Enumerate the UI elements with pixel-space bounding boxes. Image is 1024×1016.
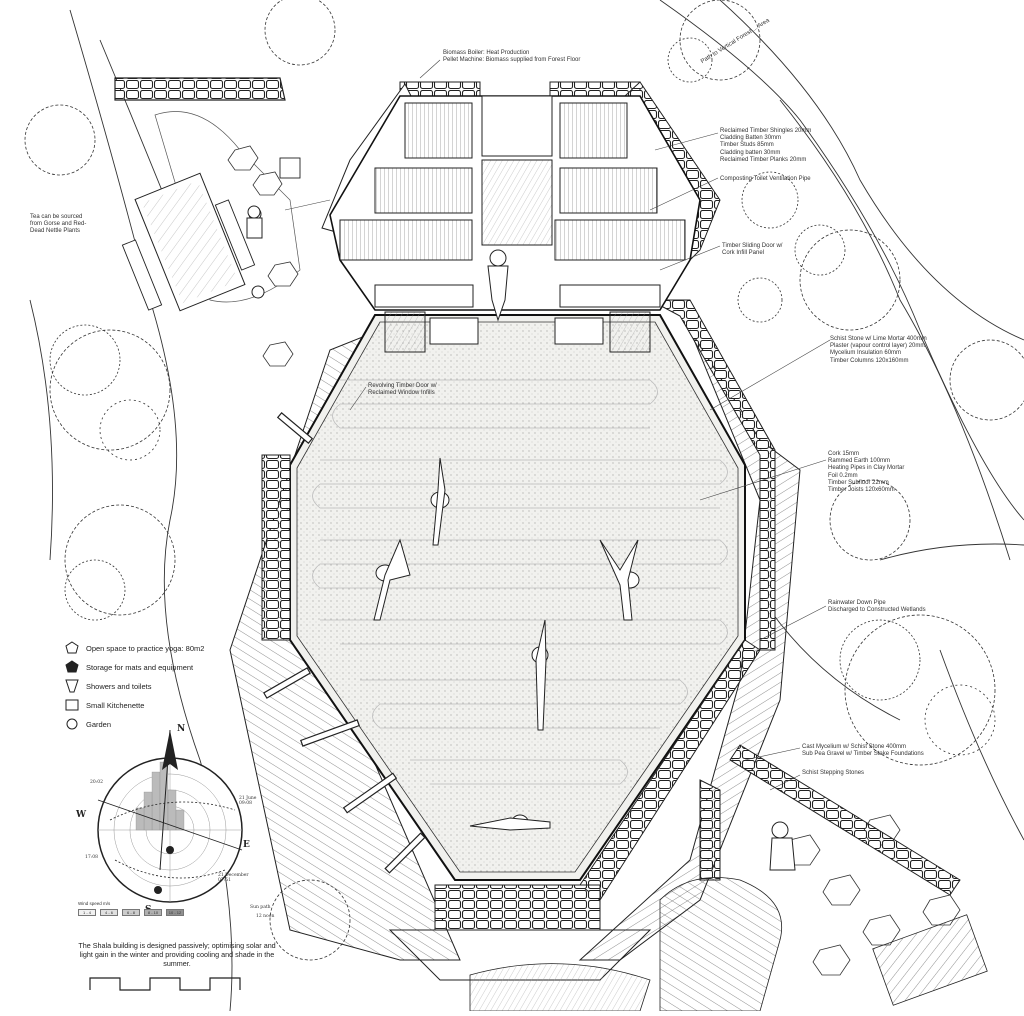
wind-range: 4 - 6 [100,909,118,916]
wind-range: 10 - 12 [166,909,184,916]
yoga-person [531,619,549,731]
yoga-person [469,814,551,831]
legend-label: Small Kitchenette [86,701,145,710]
sun-path-title: Sun path [250,905,271,910]
wind-range: 1 - 4 [78,909,96,916]
annotation-tea: Tea can be sourced from Gorse and Red- D… [30,214,87,235]
shower-icon [65,679,79,693]
tree-canopy [667,0,761,83]
walking-person [487,249,509,322]
compass-west: W [76,810,87,820]
tree-canopy [829,479,911,561]
compass-east: E [243,840,250,850]
legend-item: Garden [66,715,296,734]
seated-person [769,821,796,871]
legend-item: Small Kitchenette [66,696,296,715]
yoga-person [373,538,411,621]
annotation-wall: Schist Stone w/ Lime Mortar 400mm Plaste… [830,336,927,364]
annotation-roof: Reclaimed Timber Shingles 20mm Cladding … [720,128,812,163]
tree-canopy [264,0,336,66]
wind-legend-title: Wind speed m/s [78,901,111,906]
annotation-revolving-door: Revolving Timber Door w/ Reclaimed Windo… [368,383,437,397]
legend-item: Showers and toilets [66,677,296,696]
service-block [329,95,701,353]
legend: Open space to practice yoga: 80m2 Storag… [66,639,296,734]
wind-range: 8 - 10 [144,909,162,916]
yoga-person [599,539,640,621]
december-label: 21 December 07:51 [218,873,249,883]
seated-person [246,205,263,239]
people [246,205,796,871]
annotation-downpipe: Rainwater Down Pipe Discharged to Constr… [828,600,926,614]
leader-lines [284,59,831,791]
storage-icon [65,660,79,673]
legend-item: Storage for mats and equipment [66,658,296,677]
tea-area [121,111,301,312]
june-label: 21 June 09:08 [239,796,257,806]
sun-path-label: 12 noon [256,914,275,919]
sun-path-diagram [97,729,243,903]
annotation-floor: Cork 15mm Rammed Earth 100mm Heating Pip… [828,451,905,494]
legend-label: Showers and toilets [86,682,152,691]
yoga-mat-icon [65,641,79,654]
december-time-left: 17:08 [85,855,98,860]
legend-label: Storage for mats and equipment [86,663,194,672]
garden-icon [66,718,78,730]
mat-layout [312,379,728,785]
design-caption: The Shala building is designed passively… [78,941,276,968]
june-time-left: 20:02 [90,780,103,785]
legend-label: Garden [86,720,112,729]
annotation-biomass: Biomass Boiler: Heat Production Pellet M… [443,50,581,64]
legend-icons [65,641,79,730]
stepping-stones [227,145,961,976]
scale-bar [89,977,241,991]
kitchen-icon [65,699,79,711]
legend-item: Open space to practice yoga: 80m2 [66,639,296,658]
tree-canopy [64,504,176,621]
tree-canopy [741,171,799,229]
revolving-doors [263,412,426,874]
annotation-foundation: Cast Mycelium w/ Schist Stone 400mm Sub … [802,744,924,758]
tree-canopy [24,104,96,176]
tree-canopy [949,339,1024,421]
tree-canopy [737,277,783,323]
garden-beds [469,877,988,1012]
annotation-toilet-pipe: Composting Toilet Ventilation Pipe [720,176,811,182]
compass-north: N [177,724,186,734]
wind-range: 6 - 8 [122,909,140,916]
annotation-sliding-door: Timber Sliding Door w/ Cork Infill Panel [722,243,783,257]
yoga-person [430,457,450,546]
building-outline [114,77,961,981]
tree-canopy [49,324,171,461]
annotation-stepping: Schist Stepping Stones [802,770,865,776]
tree-canopy [839,614,996,766]
legend-label: Open space to practice yoga: 80m2 [86,644,205,653]
wind-legend: Wind speed m/s 1 - 4 4 - 6 6 - 8 8 - 10 … [78,901,184,916]
tree-canopy [794,224,901,331]
